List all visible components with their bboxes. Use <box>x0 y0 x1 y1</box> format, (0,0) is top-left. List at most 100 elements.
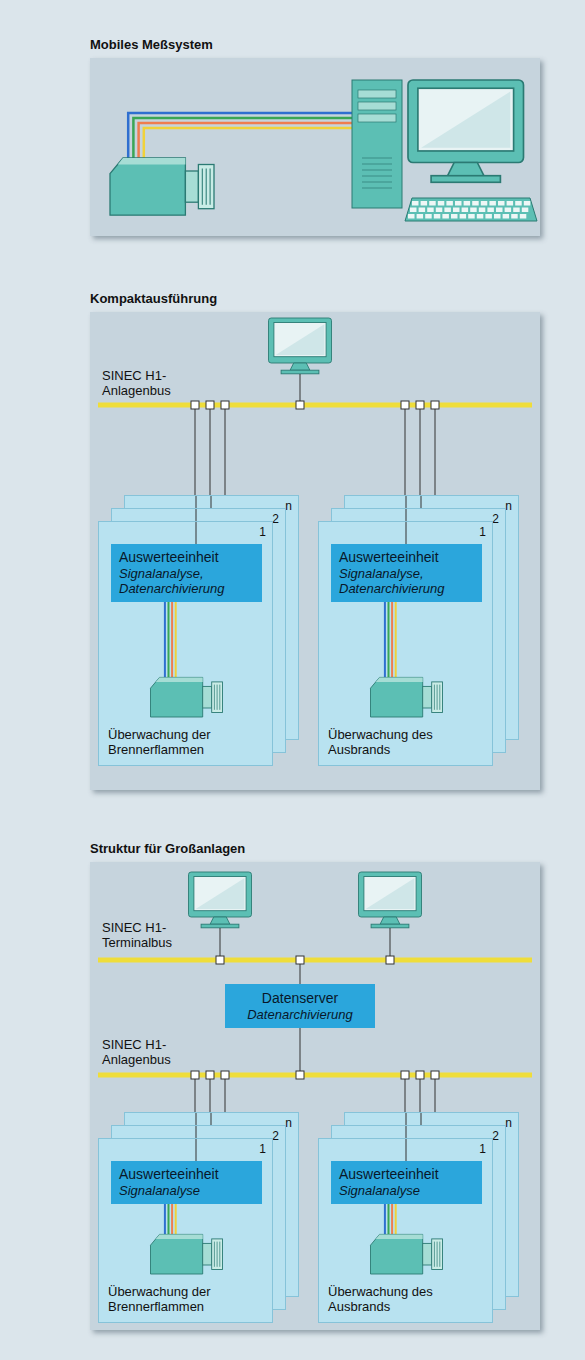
box-title: Datenserver <box>233 990 367 1007</box>
wire <box>405 1075 406 1112</box>
key <box>472 201 479 206</box>
key <box>438 201 445 206</box>
drive-bay <box>358 102 396 110</box>
key <box>417 214 424 219</box>
screen-glare <box>196 878 245 909</box>
bus-tap <box>296 956 304 964</box>
wire <box>435 1075 436 1112</box>
key <box>515 201 522 206</box>
key <box>468 214 475 219</box>
key <box>507 201 513 206</box>
keyboard <box>405 198 537 221</box>
signal-cable <box>164 602 166 679</box>
lens-ring <box>439 1242 440 1267</box>
panel-heading: Kompaktausführung <box>90 291 217 307</box>
card-number: n <box>505 1116 512 1130</box>
panel: Kompaktausführungn21Überwachung der Bren… <box>90 312 540 790</box>
lens-ring <box>219 1242 220 1267</box>
monitor-screen <box>418 88 514 151</box>
camera-top <box>376 677 423 682</box>
camera-top <box>156 1234 203 1239</box>
bus-tap <box>296 401 304 409</box>
key <box>419 208 426 213</box>
signal-cable <box>175 1204 177 1236</box>
card-number: 2 <box>492 1129 499 1143</box>
signal-cable <box>171 1204 173 1236</box>
key <box>429 201 436 206</box>
bus-tap <box>416 1071 424 1079</box>
wire <box>196 1139 197 1161</box>
monitor-bezel <box>269 318 332 363</box>
evaluation-unit-box: AuswerteeinheitSignalanalyse, Datenarchi… <box>111 544 262 602</box>
key <box>511 214 518 219</box>
key <box>520 214 527 219</box>
box-subtitle: Signalanalyse <box>339 1183 474 1198</box>
monitor-bezel <box>359 872 422 917</box>
vent <box>362 182 392 183</box>
signal-cable <box>395 1204 397 1236</box>
bus-line <box>98 1073 532 1078</box>
card-number: n <box>505 499 512 513</box>
key <box>481 201 488 206</box>
camera-icon <box>151 1234 223 1274</box>
key <box>460 214 467 219</box>
panel-heading: Mobiles Meßsystem <box>90 37 213 53</box>
key <box>485 214 492 219</box>
key <box>427 208 434 213</box>
wire <box>210 1075 211 1112</box>
key <box>451 214 458 219</box>
camera-top <box>156 677 203 682</box>
key <box>513 208 520 213</box>
signal-cable <box>139 123 352 160</box>
art-layer <box>90 58 540 236</box>
camera-body <box>151 677 203 717</box>
camera-lens <box>212 682 223 713</box>
signal-cable <box>395 602 397 679</box>
camera-icon <box>371 1234 443 1274</box>
card-number: 2 <box>492 512 499 526</box>
camera-lens-mount <box>203 686 212 708</box>
monitor-stand <box>290 363 310 370</box>
monitor-screen <box>364 877 416 911</box>
card: 1Überwachung der BrennerflammenAuswertee… <box>98 521 273 766</box>
wire <box>210 405 211 495</box>
key <box>524 201 531 206</box>
lens-ring <box>214 685 215 710</box>
monitor-stand <box>210 917 230 924</box>
wire <box>390 928 391 960</box>
card-number: n <box>285 1116 292 1130</box>
wire <box>300 374 301 405</box>
signal-cable <box>384 1204 386 1236</box>
monitor-screen <box>194 877 246 911</box>
card-caption: Überwachung der Brennerflammen <box>108 727 264 757</box>
monitor-base <box>281 370 319 374</box>
card: 1Überwachung der BrennerflammenAuswertee… <box>98 1138 273 1323</box>
pc-tower <box>352 80 402 208</box>
signal-cable <box>133 118 352 160</box>
camera-lens <box>198 165 214 209</box>
lens-ring <box>437 1242 438 1267</box>
bus-tap <box>416 401 424 409</box>
bus-tap <box>296 1071 304 1079</box>
wire <box>220 928 221 960</box>
monitor-stand <box>448 163 484 176</box>
lens-ring <box>206 168 207 204</box>
bus-tap <box>216 956 224 964</box>
lens-ring <box>434 1242 435 1267</box>
bus-line <box>98 958 532 963</box>
bus-tap <box>221 1071 229 1079</box>
monitor-icon <box>269 318 332 374</box>
lens-ring <box>434 685 435 710</box>
lens-ring <box>214 1242 215 1267</box>
lens-ring <box>437 685 438 710</box>
screen-glare <box>421 92 510 148</box>
card-caption: Überwachung des Ausbrands <box>328 1284 484 1314</box>
lens-ring <box>217 1242 218 1267</box>
card-art <box>151 1139 223 1274</box>
key <box>522 208 529 213</box>
camera-icon <box>110 158 214 215</box>
card-number: 1 <box>259 1142 266 1156</box>
screen-glare <box>366 878 415 909</box>
wire <box>225 1075 226 1112</box>
